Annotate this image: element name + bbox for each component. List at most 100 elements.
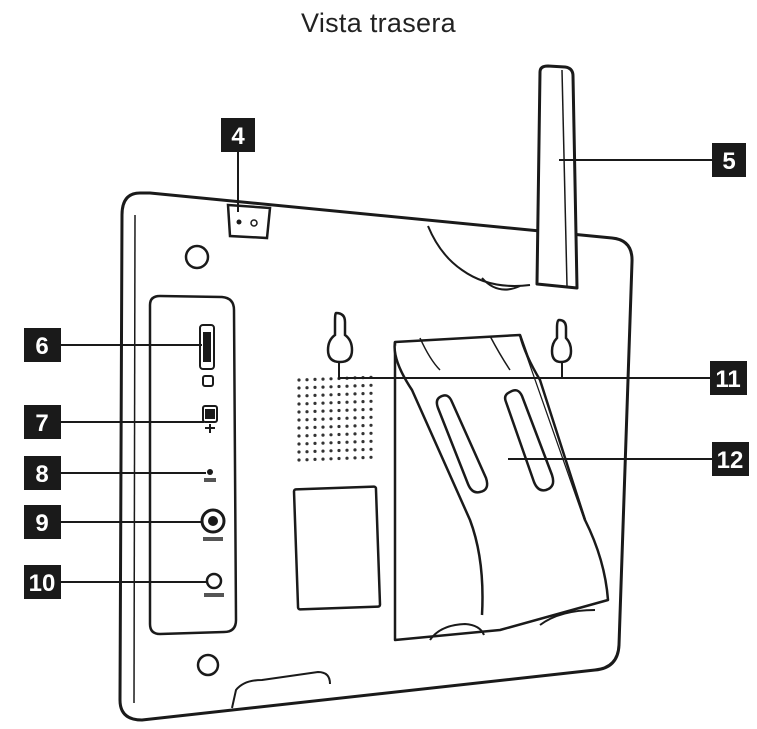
speaker-dot bbox=[345, 408, 349, 412]
speaker-dot bbox=[345, 440, 349, 444]
speaker-dot bbox=[313, 457, 317, 461]
callout-7: 7 bbox=[24, 405, 61, 439]
speaker-dot bbox=[345, 384, 349, 388]
port-panel bbox=[148, 294, 238, 636]
speaker-dot bbox=[329, 417, 333, 421]
speaker-dot bbox=[353, 432, 357, 436]
callout-8-text: 8 bbox=[35, 461, 48, 488]
speaker-dot bbox=[321, 425, 325, 429]
callout-12-text: 12 bbox=[717, 447, 744, 474]
speaker-dot bbox=[353, 400, 357, 404]
speaker-dot bbox=[353, 384, 357, 388]
screw-hole-top-left bbox=[184, 244, 210, 270]
speaker-dot bbox=[329, 377, 333, 381]
callout-9: 9 bbox=[24, 505, 61, 539]
speaker-dot bbox=[353, 440, 357, 444]
speaker-dot bbox=[297, 394, 301, 398]
speaker-dot bbox=[361, 456, 365, 460]
speaker-dot bbox=[313, 441, 317, 445]
speaker-dot bbox=[329, 449, 333, 453]
speaker-dot bbox=[369, 399, 373, 403]
speaker-dot bbox=[369, 383, 373, 387]
speaker-dot bbox=[337, 424, 341, 429]
reset-hole bbox=[204, 469, 216, 482]
speaker-dot bbox=[313, 433, 317, 437]
speaker-dot bbox=[361, 432, 365, 436]
speaker-dot bbox=[345, 448, 349, 452]
callout-11: 11 bbox=[710, 361, 747, 395]
speaker-dot bbox=[337, 432, 341, 437]
speaker-dot bbox=[321, 433, 325, 437]
speaker-dot bbox=[329, 425, 333, 429]
speaker-dot bbox=[329, 393, 333, 397]
speaker-dot bbox=[345, 416, 349, 420]
speaker-dot bbox=[337, 456, 341, 461]
callout-6: 6 bbox=[24, 328, 61, 362]
callout-7-text: 7 bbox=[35, 410, 48, 437]
speaker-dot bbox=[321, 385, 325, 389]
speaker-dot bbox=[305, 378, 309, 382]
speaker-dot bbox=[353, 392, 357, 396]
speaker-dot bbox=[369, 455, 373, 459]
speaker-dot bbox=[297, 386, 301, 390]
speaker-dot bbox=[369, 423, 373, 427]
speaker-dot bbox=[345, 392, 349, 396]
speaker-dot bbox=[305, 426, 309, 430]
speaker-dot bbox=[345, 432, 349, 436]
speaker-dot bbox=[337, 408, 341, 413]
speaker-dot bbox=[321, 409, 325, 413]
callout-10-text: 10 bbox=[29, 570, 56, 597]
speaker-dot bbox=[321, 457, 325, 461]
speaker-dot bbox=[369, 391, 373, 395]
speaker-dot bbox=[305, 450, 309, 454]
speaker-dot bbox=[297, 426, 301, 430]
callout-9-text: 9 bbox=[35, 510, 48, 537]
speaker-dot bbox=[369, 415, 373, 419]
speaker-dot bbox=[353, 448, 357, 452]
speaker-dot bbox=[313, 449, 317, 453]
callout-12: 12 bbox=[712, 442, 749, 476]
speaker-dot bbox=[369, 447, 373, 451]
speaker-dot bbox=[297, 450, 301, 454]
speaker-dot bbox=[345, 400, 349, 404]
speaker-dot bbox=[337, 384, 341, 389]
speaker-dot bbox=[361, 392, 365, 396]
top-button bbox=[226, 203, 272, 240]
speaker-dot bbox=[305, 386, 309, 390]
speaker-dot bbox=[329, 433, 333, 437]
speaker-dot bbox=[305, 442, 309, 446]
speaker-dot bbox=[353, 424, 357, 428]
speaker-dot bbox=[337, 400, 341, 405]
speaker-dot bbox=[329, 457, 333, 461]
leader-lines bbox=[61, 152, 712, 583]
usb-port bbox=[202, 405, 218, 433]
speaker-dot bbox=[313, 385, 317, 389]
speaker-dot bbox=[305, 434, 309, 438]
speaker-dot bbox=[305, 458, 309, 462]
callout-10: 10 bbox=[24, 565, 61, 599]
antenna bbox=[535, 64, 579, 290]
speaker-dot bbox=[337, 448, 341, 453]
speaker-dot bbox=[345, 424, 349, 428]
screw-hole-bottom-left bbox=[196, 653, 220, 677]
speaker-dot bbox=[337, 416, 341, 421]
speaker-dot bbox=[353, 408, 357, 412]
speaker-dot bbox=[345, 456, 349, 460]
speaker-dot bbox=[321, 441, 325, 445]
callout-5-text: 5 bbox=[722, 148, 735, 175]
speaker-dot bbox=[361, 440, 365, 444]
speaker-dot bbox=[305, 418, 309, 422]
speaker-dot bbox=[297, 402, 301, 406]
speaker-dot bbox=[361, 448, 365, 452]
speaker-dot bbox=[313, 393, 317, 397]
callout-5: 5 bbox=[712, 143, 746, 177]
callout-6-text: 6 bbox=[35, 333, 48, 360]
speaker-dot bbox=[313, 401, 317, 405]
speaker-dot bbox=[321, 393, 325, 397]
callout-4-text: 4 bbox=[231, 123, 245, 150]
speaker-dot bbox=[297, 378, 301, 382]
speaker-dot bbox=[361, 400, 365, 404]
speaker-dot bbox=[305, 394, 309, 398]
speaker-dot bbox=[361, 384, 365, 388]
